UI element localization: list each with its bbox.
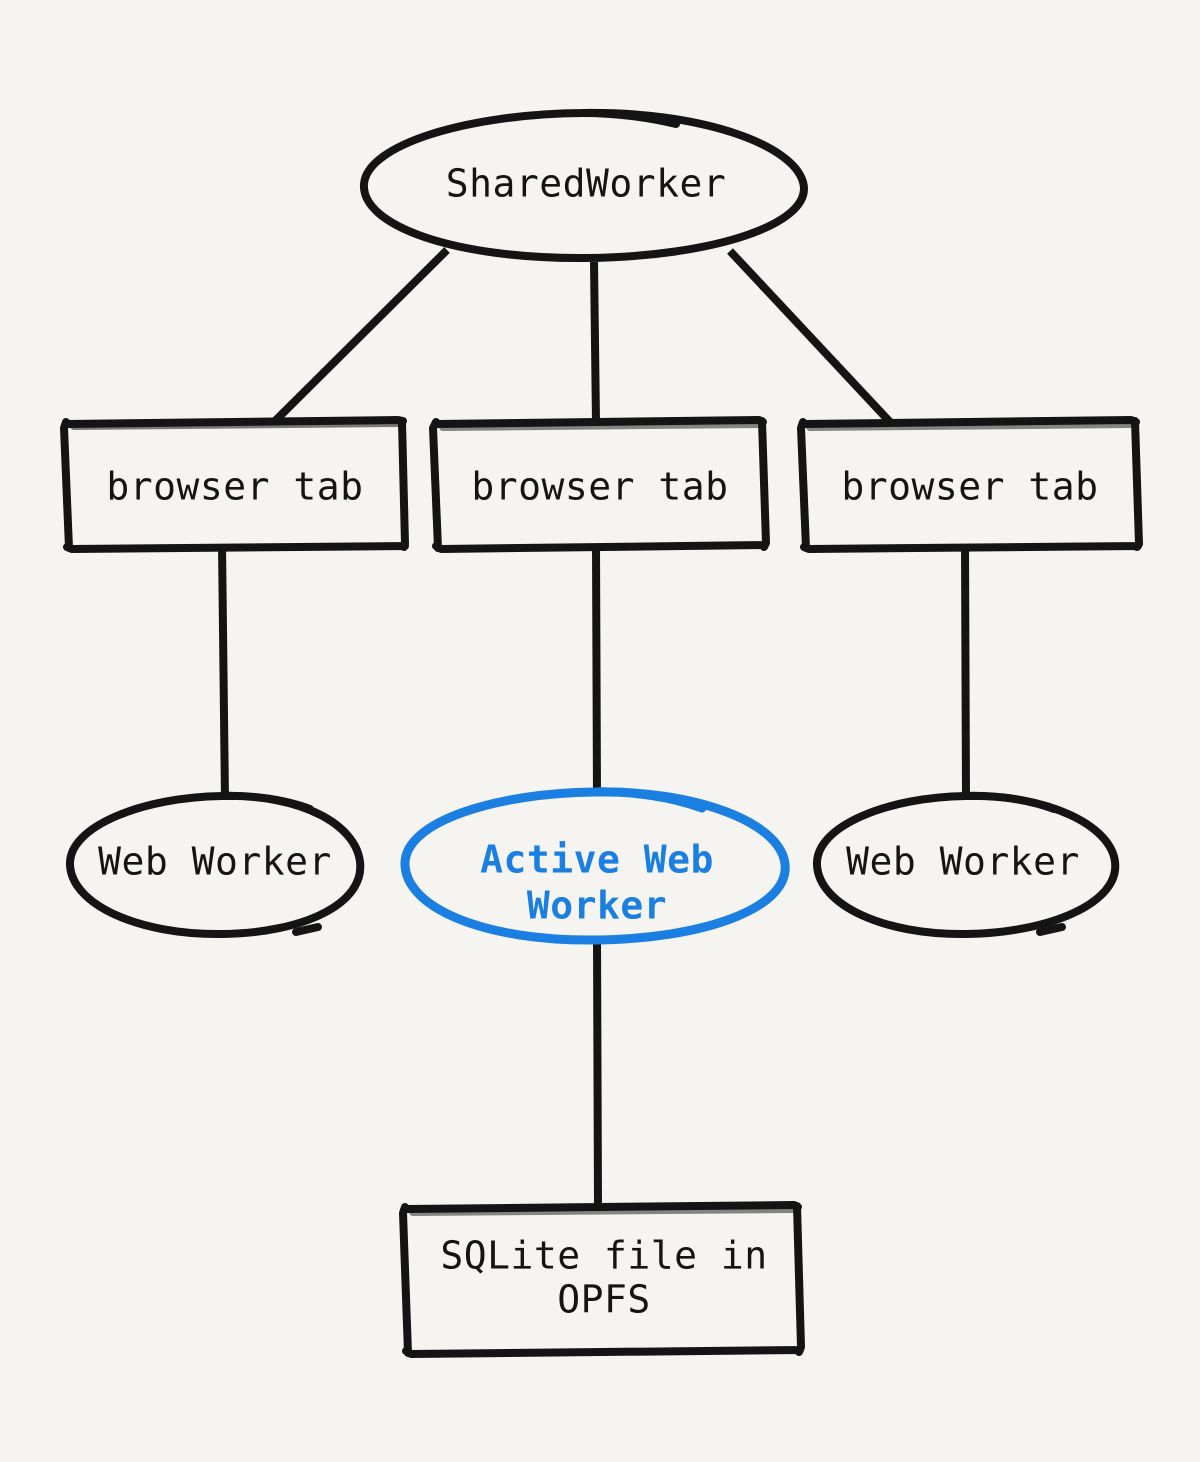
worker-left-outline-tail <box>292 923 322 936</box>
node-web-worker-right[interactable]: Web Worker <box>812 791 1120 939</box>
node-browser-tab-right[interactable]: browser tab <box>797 416 1143 553</box>
edge-worker-active-to-sqlite <box>593 937 602 1209</box>
node-web-worker-left[interactable]: Web Worker <box>65 791 365 939</box>
tab-left-outline-secondary <box>70 419 403 430</box>
edge-tab-right-to-worker-right <box>961 544 970 801</box>
sharedworker-label: SharedWorker <box>446 162 727 206</box>
worker-left-outline <box>65 791 365 939</box>
sqlite-label-line-1: SQLite file in <box>440 1234 767 1278</box>
node-sqlite-opfs[interactable]: SQLite file in OPFS <box>399 1201 805 1358</box>
tab-left-label: browser tab <box>106 465 363 509</box>
sqlite-label-line-2: OPFS <box>557 1278 651 1322</box>
sharedworker-outline <box>359 108 808 263</box>
tab-center-label: browser tab <box>471 465 728 509</box>
sqlite-outline-secondary <box>409 1205 799 1216</box>
worker-left-label: Web Worker <box>98 840 332 884</box>
sharedworker-fill <box>363 114 803 258</box>
tab-right-outline-secondary <box>806 420 1136 431</box>
worker-active-label-line-1: Active Web <box>480 838 714 882</box>
edge-sharedworker-to-tab-right <box>727 248 893 425</box>
tab-left-fill <box>66 420 405 548</box>
worker-left-fill <box>69 796 361 934</box>
tab-center-fill <box>436 420 765 548</box>
node-active-web-worker[interactable]: Active Web Worker <box>400 787 790 945</box>
worker-active-label-line-2: Worker <box>527 884 667 928</box>
worker-active-fill <box>404 792 786 940</box>
edge-tab-center-to-worker-active <box>592 544 601 801</box>
edge-sharedworker-to-tab-left <box>272 247 450 424</box>
tab-right-fill <box>803 420 1138 548</box>
tab-center-outline-secondary <box>439 420 764 431</box>
worker-right-label: Web Worker <box>846 840 1080 884</box>
edge-sharedworker-to-tab-center <box>590 261 600 424</box>
sqlite-fill <box>405 1205 800 1353</box>
sqlite-outline <box>399 1201 805 1358</box>
worker-right-fill <box>816 796 1116 934</box>
tab-right-label: browser tab <box>841 465 1098 509</box>
edge-group <box>218 247 970 1209</box>
node-browser-tab-center[interactable]: browser tab <box>429 416 770 553</box>
tab-right-outline <box>797 416 1143 553</box>
edge-tab-left-to-worker-left <box>218 544 229 801</box>
node-sharedworker[interactable]: SharedWorker <box>359 108 808 263</box>
worker-right-outline-tail <box>1036 923 1066 936</box>
node-browser-tab-left[interactable]: browser tab <box>60 416 409 553</box>
tab-center-outline <box>429 416 770 553</box>
worker-active-outline <box>400 787 790 945</box>
worker-right-outline <box>812 791 1120 939</box>
